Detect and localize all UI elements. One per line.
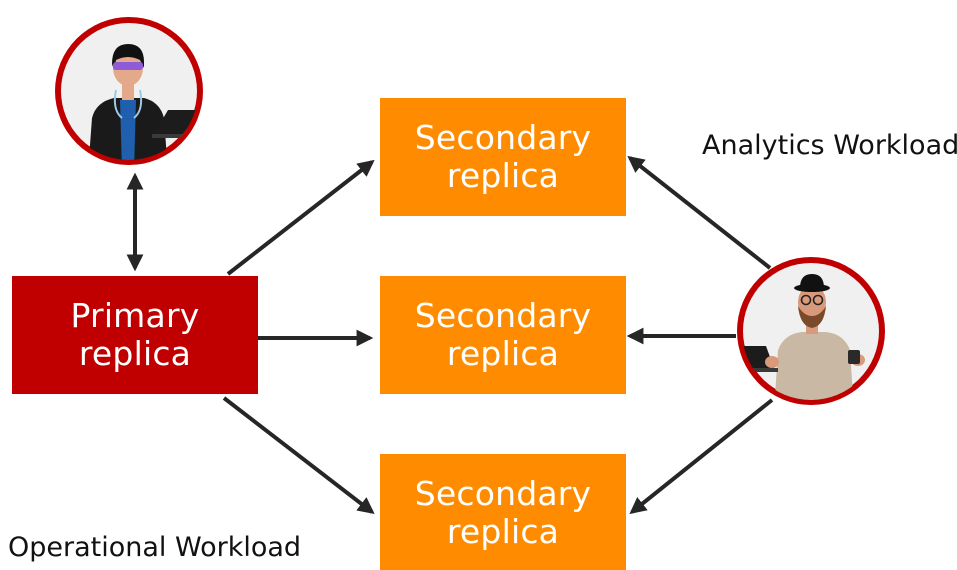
- arrow-primary-secondary-1: [226, 159, 375, 276]
- operational-user-icon: [55, 17, 203, 165]
- secondary-replica-label-1: Secondary replica: [414, 118, 592, 195]
- arrow-analytics-secondary-3: [629, 398, 774, 515]
- arrow-primary-secondary-3: [222, 396, 375, 515]
- secondary-replica-box-3: Secondary replica: [380, 454, 626, 570]
- operational-workload-label: Operational Workload: [8, 532, 302, 563]
- primary-replica-box: Primary replica: [12, 276, 258, 394]
- secondary-replica-label-3: Secondary replica: [414, 474, 592, 551]
- secondary-replica-label-2: Secondary replica: [414, 296, 592, 373]
- analytics-workload-label: Analytics Workload: [702, 130, 957, 161]
- secondary-replica-box-2: Secondary replica: [380, 276, 626, 394]
- arrow-analytics-secondary-1: [627, 155, 772, 270]
- primary-replica-label: Primary replica: [70, 296, 200, 373]
- analytics-user-icon: [737, 257, 885, 405]
- secondary-replica-box-1: Secondary replica: [380, 98, 626, 216]
